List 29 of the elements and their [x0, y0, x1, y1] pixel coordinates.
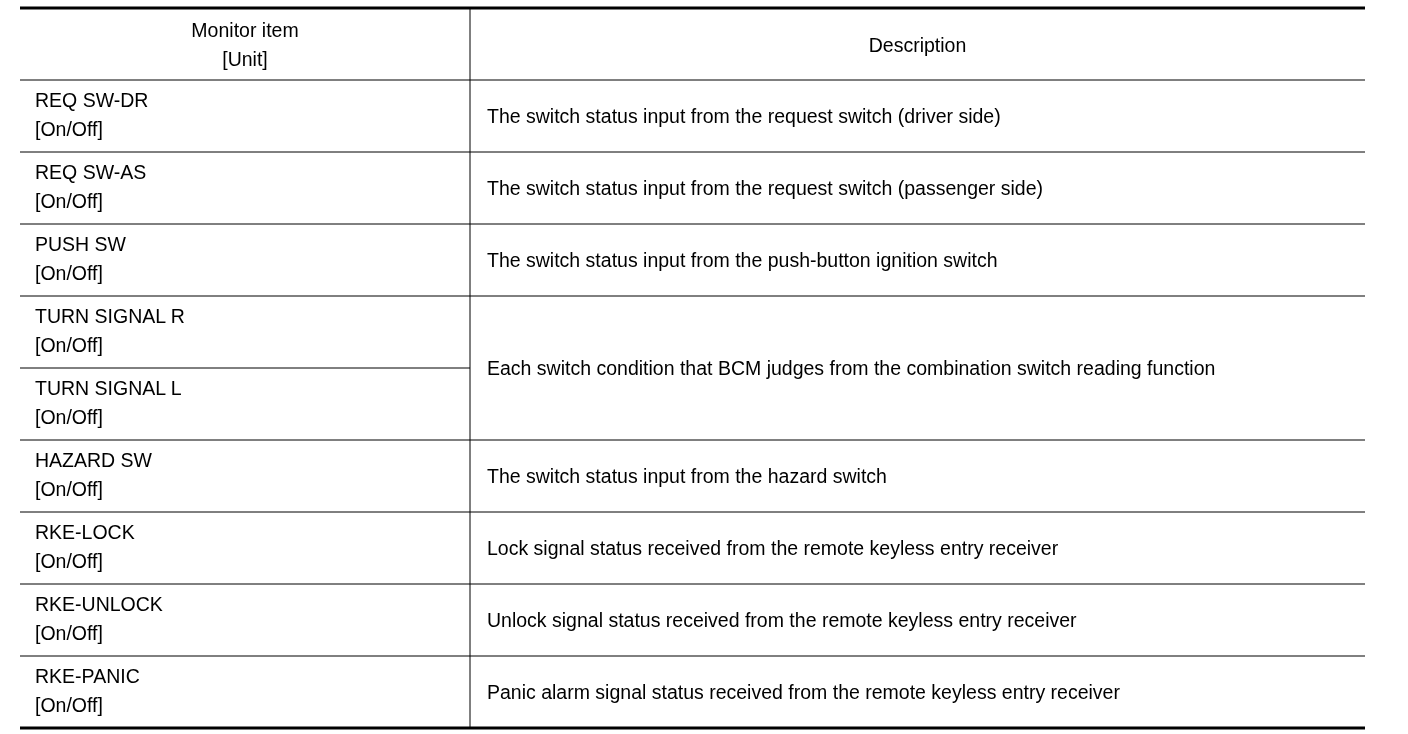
monitor-item-name: HAZARD SW	[35, 448, 152, 473]
description-text: The switch status input from the request switch (driver side)	[487, 103, 1001, 129]
description-text: The switch status input from the request switch (passenger side)	[487, 175, 1043, 201]
monitor-item-name: RKE-UNLOCK	[35, 592, 163, 617]
unit-text: [On/Off]	[35, 189, 103, 214]
unit-text: [On/Off]	[35, 117, 103, 142]
description-text: Unlock signal status received from the remote keyless entry receiver	[487, 607, 1077, 633]
unit-text: [On/Off]	[35, 477, 103, 502]
header-text: Monitor item	[191, 18, 299, 43]
unit-text: [On/Off]	[35, 621, 103, 646]
monitor-item-name: RKE-PANIC	[35, 664, 140, 689]
monitor-item-name: REQ SW-AS	[35, 160, 147, 185]
monitor-item-name: RKE-LOCK	[35, 520, 135, 545]
monitor-item-name: TURN SIGNAL L	[35, 376, 182, 401]
monitor-item-name: PUSH SW	[35, 232, 126, 257]
unit-text: [On/Off]	[35, 333, 103, 358]
unit-text: [On/Off]	[35, 693, 103, 718]
unit-text: [On/Off]	[35, 261, 103, 286]
unit-text: [On/Off]	[35, 405, 103, 430]
description-text: The switch status input from the hazard switch	[487, 463, 887, 489]
header-text: [Unit]	[222, 47, 268, 72]
description-text: Panic alarm signal status received from the remote keyless entry receiver	[487, 679, 1120, 705]
description-text: Each switch condition that BCM judges from the combination switch reading function	[487, 355, 1216, 381]
description-text: Lock signal status received from the remote keyless entry receiver	[487, 535, 1059, 561]
description-text: The switch status input from the push-button ignition switch	[487, 247, 998, 273]
monitor-item-name: TURN SIGNAL R	[35, 304, 185, 329]
monitor-item-name: REQ SW-DR	[35, 88, 149, 113]
unit-text: [On/Off]	[35, 549, 103, 574]
header-text: Description	[868, 32, 967, 58]
